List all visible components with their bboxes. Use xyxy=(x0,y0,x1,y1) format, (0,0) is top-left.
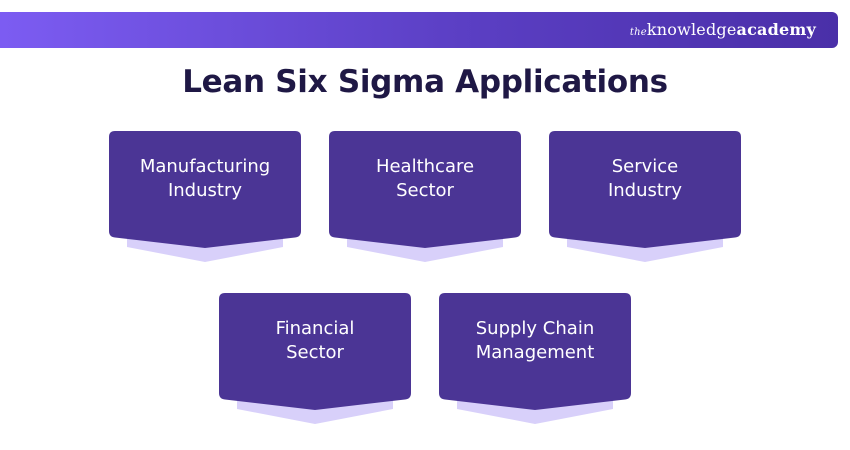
application-card-manufacturing: Manufacturing Industry xyxy=(109,131,301,263)
header-banner: theknowledgeacademy xyxy=(0,12,838,48)
card-body xyxy=(439,293,631,410)
card-label: Supply Chain Management xyxy=(475,318,595,363)
card-shape xyxy=(549,131,741,262)
brand-logo: theknowledgeacademy xyxy=(630,20,816,39)
card-body xyxy=(549,131,741,248)
page-title: Lean Six Sigma Applications xyxy=(182,64,668,100)
card-shape xyxy=(439,293,631,424)
brand-word-academy: academy xyxy=(736,20,816,39)
card-body xyxy=(109,131,301,248)
application-card-healthcare: Healthcare Sector xyxy=(329,131,521,263)
card-label: Healthcare Sector xyxy=(375,156,475,201)
application-card-financial: Financial Sector xyxy=(219,293,411,425)
card-shape xyxy=(219,293,411,424)
brand-prefix: the xyxy=(629,27,647,38)
card-label: Service Industry xyxy=(607,156,683,201)
card-body xyxy=(329,131,521,248)
application-card-service: Service Industry xyxy=(549,131,741,263)
brand-word-knowledge: knowledge xyxy=(646,20,737,39)
card-shape xyxy=(109,131,301,262)
card-body xyxy=(219,293,411,410)
card-shape xyxy=(329,131,521,262)
card-label: Financial Sector xyxy=(275,318,355,363)
card-label: Manufacturing Industry xyxy=(139,156,271,201)
application-card-supply-chain: Supply Chain Management xyxy=(439,293,631,425)
